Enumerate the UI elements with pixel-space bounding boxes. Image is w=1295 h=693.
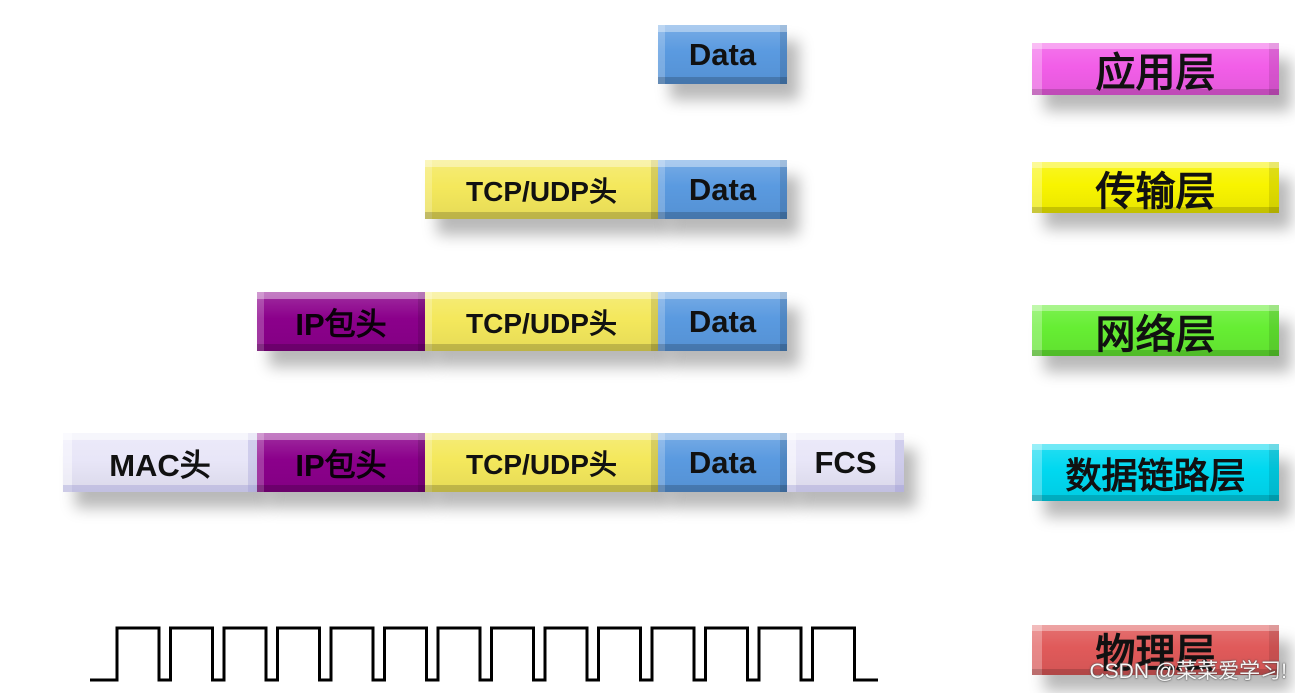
segment-label: Data — [688, 171, 757, 207]
segment-data: Data — [658, 292, 787, 351]
encap-row-network: IP包头 TCP/UDP头 Data — [0, 292, 1000, 352]
physical-signal-wave — [90, 626, 878, 682]
segment-label: Data — [688, 444, 757, 480]
segment-data: Data — [658, 160, 787, 219]
segment-tcp-udp-header: TCP/UDP头 — [425, 433, 658, 492]
watermark: CSDN @菜菜爱学习! — [1089, 660, 1288, 683]
segment-label: IP包头 — [295, 307, 387, 342]
encap-row-transport: TCP/UDP头 Data — [0, 160, 1000, 220]
layer-label-text: 数据链路层 — [1065, 454, 1246, 496]
segment-data: Data — [658, 433, 787, 492]
layer-label-transport: 传输层 — [1032, 162, 1279, 214]
segment-label: FCS — [814, 444, 877, 480]
segment-label: MAC头 — [109, 448, 211, 483]
square-wave-line — [90, 626, 878, 682]
encap-row-application: Data — [0, 25, 1000, 85]
segment-label: Data — [688, 303, 757, 339]
layer-label-datalink: 数据链路层 — [1032, 444, 1279, 501]
segment-label: TCP/UDP头 — [466, 175, 617, 207]
segment-label: IP包头 — [295, 448, 387, 483]
layer-label-application: 应用层 — [1032, 43, 1279, 95]
segment-ip-header: IP包头 — [257, 433, 425, 492]
layer-label-text: 物理层 — [1095, 632, 1216, 676]
segment-tcp-udp-header: TCP/UDP头 — [425, 160, 658, 219]
layer-label-text: 应用层 — [1095, 51, 1216, 95]
segment-label: TCP/UDP头 — [466, 307, 617, 339]
segment-label: TCP/UDP头 — [466, 448, 617, 480]
encap-row-datalink: MAC头 IP包头 TCP/UDP头 Data FCS — [0, 433, 1000, 493]
layer-label-text: 网络层 — [1095, 312, 1216, 357]
segment-tcp-udp-header: TCP/UDP头 — [425, 292, 658, 351]
layer-label-physical: 物理层 — [1032, 625, 1279, 676]
segment-fcs: FCS — [787, 433, 904, 492]
segment-data: Data — [658, 25, 787, 84]
segment-ip-header: IP包头 — [257, 292, 425, 351]
layer-label-text: 传输层 — [1095, 169, 1216, 214]
layer-label-network: 网络层 — [1032, 305, 1279, 357]
segment-label: Data — [688, 36, 757, 72]
segment-mac-header: MAC头 — [63, 433, 257, 492]
